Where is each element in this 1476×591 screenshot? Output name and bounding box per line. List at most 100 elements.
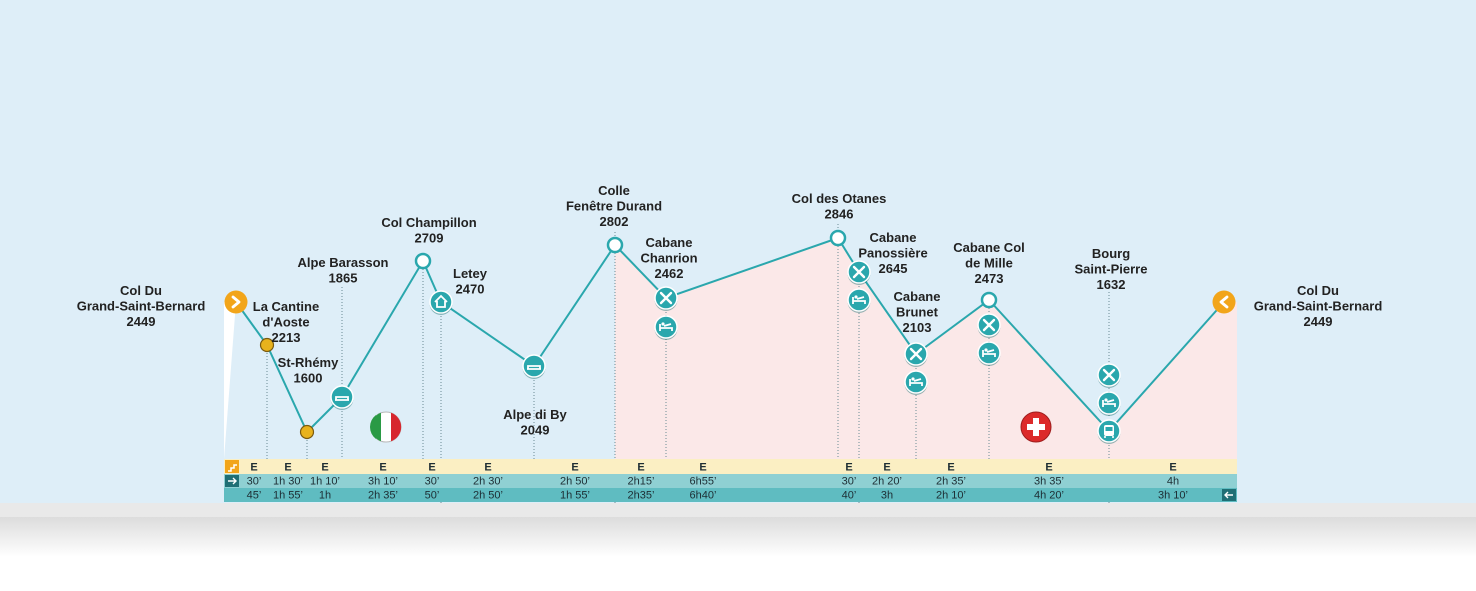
table-cell-grade: E xyxy=(883,462,890,474)
waypoint-altitude: 2049 xyxy=(521,423,550,438)
table-row xyxy=(224,488,1237,502)
bed-icon xyxy=(522,354,546,379)
waypoint-altitude: 2802 xyxy=(600,214,629,229)
restaurant-icon xyxy=(977,313,1001,338)
waypoint-name: de Mille xyxy=(965,256,1013,271)
waypoint-altitude: 1632 xyxy=(1097,277,1126,292)
table-cell-forward: 6h55’ xyxy=(690,476,717,488)
italy-flag-icon xyxy=(370,411,402,443)
waypoint-altitude: 1865 xyxy=(329,271,358,286)
table-cell-backward: 2h 10’ xyxy=(936,490,966,502)
ground-band xyxy=(0,503,1476,517)
waypoint-name: Cabane xyxy=(894,289,941,304)
table-cell-backward: 2h 50’ xyxy=(473,490,503,502)
table-cell-backward: 1h xyxy=(319,490,331,502)
waypoint-altitude: 2846 xyxy=(825,207,854,222)
bed-icon xyxy=(330,385,354,410)
sleep-icon xyxy=(904,370,928,395)
waypoint-name: Col des Otanes xyxy=(792,191,887,206)
table-cell-grade: E xyxy=(947,462,954,474)
waypoint-name: Grand-Saint-Bernard xyxy=(1254,299,1383,314)
table-cell-grade: E xyxy=(428,462,435,474)
waypoint-name: Letey xyxy=(453,266,488,281)
waypoint-name: d'Aoste xyxy=(262,315,309,330)
table-cell-grade: E xyxy=(1169,462,1176,474)
table-cell-grade: E xyxy=(637,462,644,474)
pass-icon xyxy=(414,252,432,270)
table-cell-forward: 30’ xyxy=(425,476,440,488)
pass-icon xyxy=(829,229,847,247)
waypoint-altitude: 2449 xyxy=(1304,314,1333,329)
table-cell-forward: 1h 30’ xyxy=(273,476,303,488)
restaurant-icon xyxy=(847,260,871,285)
pass-icon xyxy=(606,236,624,254)
table-cell-forward: 4h xyxy=(1167,476,1179,488)
table-cell-backward: 4h 20’ xyxy=(1034,490,1064,502)
table-cell-forward: 2h15’ xyxy=(628,476,655,488)
swiss-flag-icon xyxy=(1020,411,1052,443)
sleep-icon xyxy=(847,288,871,313)
table-cell-grade: E xyxy=(1045,462,1052,474)
waypoint-name: Col Champillon xyxy=(381,215,476,230)
table-cell-grade: E xyxy=(250,462,257,474)
waypoint-name: Chanrion xyxy=(640,251,697,266)
sleep-icon xyxy=(977,341,1001,366)
table-cell-forward: 3h 10’ xyxy=(368,476,398,488)
waypoint-name: Col Du xyxy=(1297,283,1339,298)
restaurant-icon xyxy=(654,286,678,311)
waypoint-name: Cabane xyxy=(646,235,693,250)
restaurant-icon xyxy=(1097,363,1121,388)
waypoint-name: Panossière xyxy=(858,246,927,261)
table-cell-backward: 2h 35’ xyxy=(368,490,398,502)
chevron-right-icon xyxy=(224,290,248,314)
stairs-icon xyxy=(225,460,239,473)
waypoint-altitude: 2709 xyxy=(415,231,444,246)
table-cell-backward: 50’ xyxy=(425,490,440,502)
table-cell-grade: E xyxy=(571,462,578,474)
table-cell-grade: E xyxy=(484,462,491,474)
waypoint-altitude: 2449 xyxy=(127,314,156,329)
waypoint-name: Alpe Barasson xyxy=(297,255,388,270)
table-cell-forward: 2h 30’ xyxy=(473,476,503,488)
table-cell-backward: 1h 55’ xyxy=(560,490,590,502)
table-cell-backward: 45’ xyxy=(247,490,262,502)
table-cell-backward: 1h 55’ xyxy=(273,490,303,502)
arrow-left-icon xyxy=(1222,489,1236,501)
waypoint-name: Col Du xyxy=(120,283,162,298)
pass-icon xyxy=(980,291,998,309)
waypoint-altitude: 2103 xyxy=(903,320,932,335)
waypoint-name: Grand-Saint-Bernard xyxy=(77,299,206,314)
passing-point xyxy=(299,424,315,440)
table-cell-backward: 3h 10’ xyxy=(1158,490,1188,502)
table-row xyxy=(224,459,1237,474)
passing-point xyxy=(259,337,275,353)
restaurant-icon xyxy=(904,342,928,367)
waypoint-altitude: 2645 xyxy=(879,261,908,276)
waypoint-name: Alpe di By xyxy=(503,407,567,422)
table-cell-grade: E xyxy=(699,462,706,474)
table-cell-forward: 30’ xyxy=(842,476,857,488)
table-cell-grade: E xyxy=(379,462,386,474)
chevron-left-icon xyxy=(1212,290,1236,314)
waypoint-name: Saint-Pierre xyxy=(1075,262,1148,277)
table-row xyxy=(224,474,1237,488)
waypoint-name: St-Rhémy xyxy=(278,355,339,370)
table-cell-backward: 40’ xyxy=(842,490,857,502)
waypoint-altitude: 2473 xyxy=(975,271,1004,286)
table-cell-backward: 3h xyxy=(881,490,893,502)
waypoint-name: La Cantine xyxy=(253,299,319,314)
